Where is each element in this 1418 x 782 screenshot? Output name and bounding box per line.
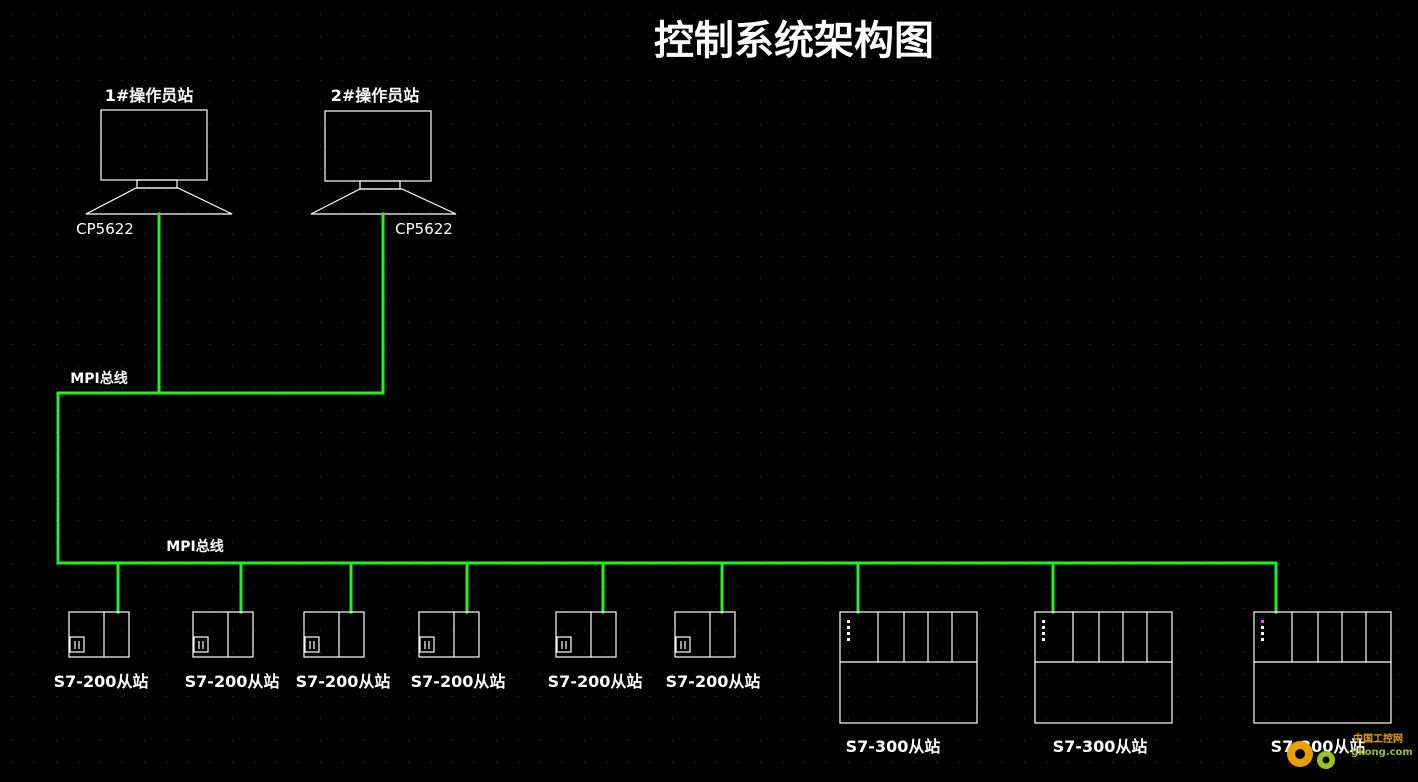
gear-icon	[1287, 741, 1335, 769]
s7-200-label: S7-200从站	[548, 672, 643, 691]
s7-300-stations: S7-300从站 S7-300从站 S7-300从站	[839, 611, 1392, 756]
s7-200-station: S7-200从站	[548, 611, 643, 691]
plc-module-icon	[418, 611, 480, 658]
s7-300-station: S7-300从站	[1034, 611, 1173, 756]
s7-200-station: S7-200从站	[296, 611, 391, 691]
operator-station-1: 1#操作员站 CP5622	[76, 86, 233, 238]
operator-station-label: 1#操作员站	[105, 86, 194, 105]
network-card-label: CP5622	[76, 220, 134, 238]
plc-module-icon	[192, 611, 254, 658]
s7-300-label: S7-300从站	[1053, 737, 1148, 756]
watermark-url: gkong.com	[1351, 747, 1413, 758]
s7-300-label: S7-300从站	[846, 737, 941, 756]
bus-label-upper: MPI总线	[70, 370, 127, 387]
monitor-icon	[85, 109, 233, 215]
s7-200-station: S7-200从站	[666, 611, 761, 691]
s7-200-label: S7-200从站	[666, 672, 761, 691]
plc-rack-icon	[1253, 611, 1392, 724]
s7-300-station: S7-300从站	[839, 611, 978, 756]
plc-rack-icon	[839, 611, 978, 724]
s7-200-station: S7-200从站	[411, 611, 506, 691]
s7-200-label: S7-200从站	[185, 672, 280, 691]
s7-200-stations: S7-200从站 S7-200从站 S7-200从站 S7-200从站 S7-200从站…	[54, 611, 761, 691]
s7-200-station: S7-200从站	[185, 611, 280, 691]
s7-200-label: S7-200从站	[54, 672, 149, 691]
cad-grid	[12, 14, 1399, 763]
plc-module-icon	[68, 611, 130, 658]
mpi-bus	[56, 212, 1278, 614]
watermark-text: 中国工控网	[1353, 732, 1403, 745]
plc-module-icon	[303, 611, 365, 658]
operator-station-2: 2#操作员站 CP5622	[310, 86, 457, 238]
plc-rack-icon	[1034, 611, 1173, 724]
s7-300-station: S7-300从站	[1253, 611, 1392, 756]
s7-200-label: S7-200从站	[411, 672, 506, 691]
operator-station-label: 2#操作员站	[331, 86, 420, 105]
s7-200-label: S7-200从站	[296, 672, 391, 691]
s7-200-station: S7-200从站	[54, 611, 149, 691]
watermark: 中国工控网 gkong.com	[1287, 732, 1413, 769]
bus-label-lower: MPI总线	[166, 538, 223, 555]
plc-module-icon	[555, 611, 617, 658]
monitor-icon	[310, 110, 457, 215]
diagram-title: 控制系统架构图	[654, 18, 934, 64]
plc-module-icon	[674, 611, 736, 658]
network-card-label: CP5622	[395, 220, 453, 238]
